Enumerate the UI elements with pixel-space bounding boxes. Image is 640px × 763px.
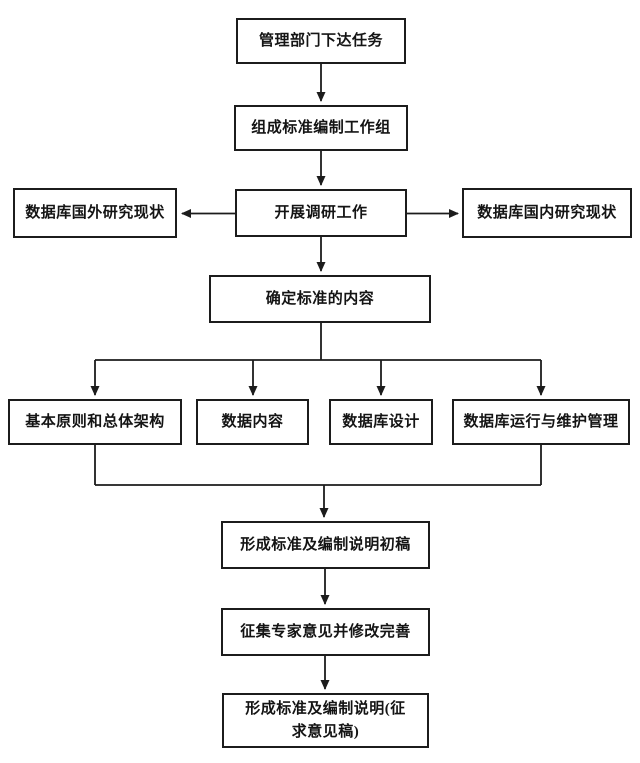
node-expert-review-label: 征集专家意见并修改完善 (240, 623, 411, 640)
node-final-draft: 形成标准及编制说明(征求意见稿) (222, 693, 429, 748)
node-draft: 形成标准及编制说明初稿 (221, 521, 430, 569)
node-db-design-label: 数据库设计 (342, 413, 420, 430)
node-content-label: 确定标准的内容 (265, 290, 375, 307)
collector-line (94, 445, 542, 486)
node-content: 确定标准的内容 (209, 275, 431, 323)
node-db-operation: 数据库运行与维护管理 (452, 399, 630, 445)
node-data-content-label: 数据内容 (221, 413, 284, 430)
node-draft-label: 形成标准及编制说明初稿 (240, 536, 411, 553)
node-db-design: 数据库设计 (329, 399, 433, 445)
node-task-label: 管理部门下达任务 (258, 32, 383, 49)
node-final-draft-label: 形成标准及编制说明(征求意见稿) (245, 701, 406, 740)
node-db-operation-label: 数据库运行与维护管理 (463, 413, 619, 430)
node-workgroup-label: 组成标准编制工作组 (251, 119, 391, 136)
node-principles: 基本原则和总体架构 (8, 399, 182, 445)
node-task: 管理部门下达任务 (236, 18, 406, 64)
node-foreign-status: 数据库国外研究现状 (13, 188, 177, 238)
node-foreign-status-label: 数据库国外研究现状 (25, 204, 165, 221)
node-workgroup: 组成标准编制工作组 (234, 105, 408, 151)
node-domestic-status-label: 数据库国内研究现状 (477, 204, 617, 221)
node-principles-label: 基本原则和总体架构 (25, 413, 165, 430)
distributor-line (95, 323, 541, 361)
node-domestic-status: 数据库国内研究现状 (462, 188, 632, 238)
node-expert-review: 征集专家意见并修改完善 (221, 608, 430, 656)
node-research-label: 开展调研工作 (274, 204, 368, 221)
node-data-content: 数据内容 (196, 399, 309, 445)
node-research: 开展调研工作 (235, 189, 407, 237)
